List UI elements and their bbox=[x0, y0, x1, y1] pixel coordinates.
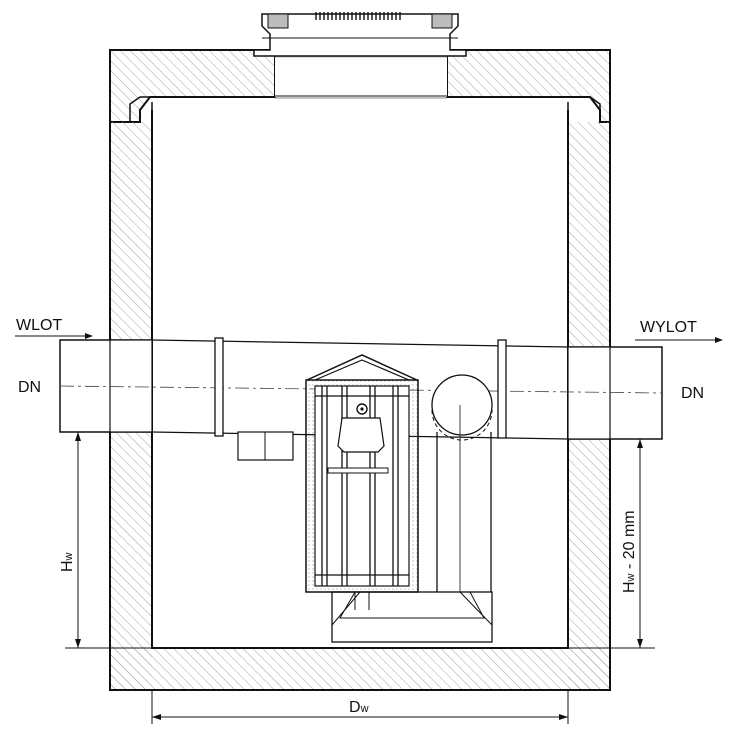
bottom-slab bbox=[110, 648, 610, 690]
sump-box bbox=[331, 591, 493, 643]
basket-bars bbox=[315, 386, 409, 586]
dimensions bbox=[15, 333, 723, 724]
svg-text:Hw: Hw bbox=[59, 552, 76, 572]
flange-right bbox=[497, 339, 507, 439]
hw-20mm-label: Hw - 20 mm bbox=[621, 510, 638, 593]
dw-label: Dw bbox=[349, 699, 369, 716]
svg-text:Hw - 20 mm: Hw - 20 mm bbox=[621, 510, 638, 593]
right-top-wall bbox=[446, 49, 611, 123]
inlet-label: WLOT bbox=[16, 317, 62, 334]
left-top-wall bbox=[109, 49, 276, 123]
outlet-riser bbox=[331, 374, 493, 643]
hw-label: Hw bbox=[59, 552, 76, 572]
basket-roof bbox=[306, 354, 418, 381]
manhole-cover bbox=[253, 12, 467, 99]
dn-left-label: DN bbox=[18, 379, 41, 396]
flange-left bbox=[214, 337, 224, 437]
outlet-label: WYLOT bbox=[640, 319, 697, 336]
pipe bbox=[59, 337, 663, 461]
dn-right-label: DN bbox=[681, 385, 704, 402]
cover-grating bbox=[315, 12, 401, 20]
basket-handle bbox=[337, 417, 385, 453]
filter-basket bbox=[305, 354, 419, 610]
outlet-circle bbox=[431, 374, 493, 436]
